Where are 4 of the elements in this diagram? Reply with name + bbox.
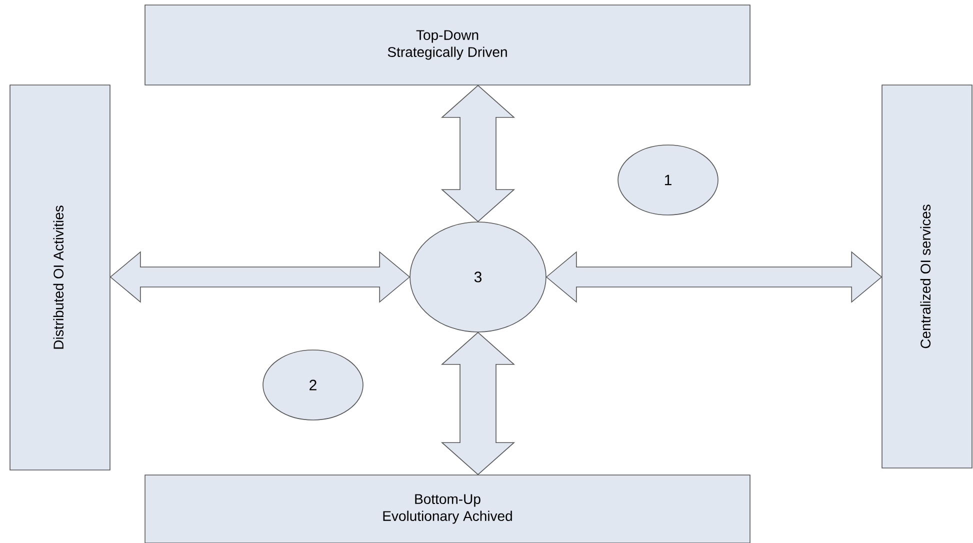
side-box: Centralized OI services <box>882 84 972 468</box>
side-box: Distributed OI Activities <box>10 84 110 470</box>
header-box: Top-Down Strategically Driven <box>144 4 750 86</box>
header-box: Bottom-Up Evolutionary Achived <box>144 474 750 543</box>
